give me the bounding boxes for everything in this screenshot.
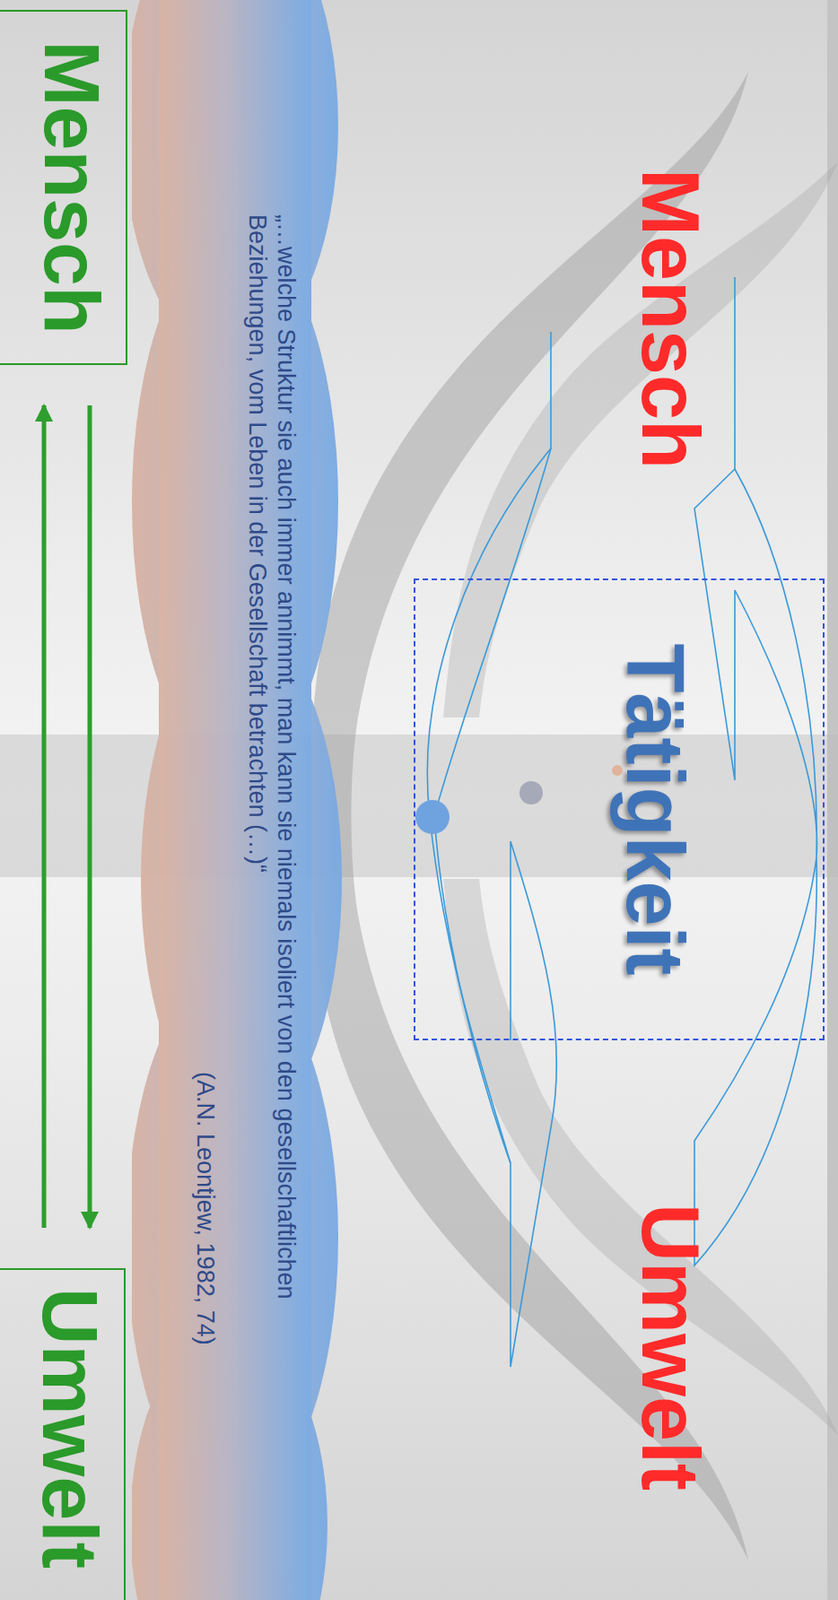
citation-text: (A.N. Leontjew, 1982, 74) (191, 1072, 220, 1600)
environment-heading: Umwelt (628, 1204, 714, 1492)
cloud-shape (131, 0, 348, 1600)
quote-cloud: „…welche Struktur sie auch immer annimmt… (131, 0, 348, 1600)
arrow-connector (42, 405, 47, 1229)
activity-box: Tätigkeit (413, 578, 825, 1041)
person-box: Mensch (0, 9, 128, 366)
node-text: „…welche Struktur sie auch immer annimmt… (243, 214, 301, 1359)
node-text: Umwelt (28, 1288, 112, 1600)
environment-box: Umwelt (0, 1268, 126, 1600)
person-heading: Mensch (628, 168, 714, 470)
node-text: Mensch (30, 11, 114, 364)
arrow-connector (87, 405, 93, 1229)
node-text: Tätigkeit (612, 580, 699, 1039)
